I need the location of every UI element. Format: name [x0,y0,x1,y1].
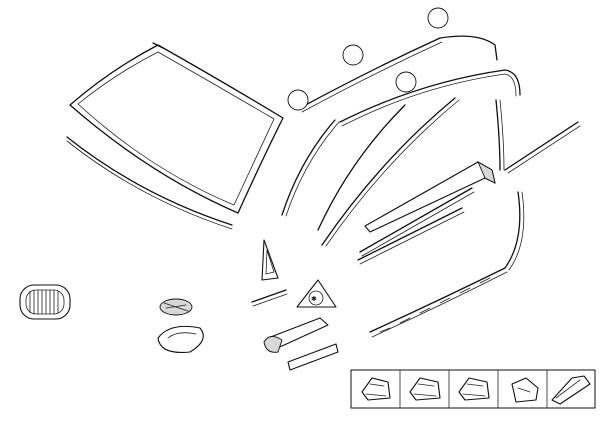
window-frame-front[interactable] [281,119,340,217]
svg-text:✱: ✱ [311,295,317,303]
legend-clip-3[interactable] [458,377,490,401]
rear-door-trim[interactable] [504,191,525,271]
roof-moulding-left[interactable] [299,35,498,113]
door-moulding-lower[interactable] [357,187,475,265]
legend-clip-2[interactable] [409,377,441,401]
legend-clip-4[interactable] [511,377,539,403]
door-moulding-upper[interactable] [364,160,496,233]
window-frame-rear[interactable] [317,97,460,247]
mirror-trim[interactable] [263,317,339,371]
callout-circle-3 [395,71,417,93]
roof-moulding-right[interactable] [339,69,521,127]
triangle-cover[interactable] [261,239,279,281]
windshield[interactable] [69,42,284,214]
legend-strip [350,369,596,409]
callout-circle-2 [342,44,364,66]
legend-arrow-icon [551,375,591,405]
callout-circle-1 [427,7,449,29]
legend-clip-1[interactable] [361,377,391,401]
callout-circle-4 [287,89,309,111]
cover-cap[interactable] [157,325,204,353]
kidney-grille[interactable] [19,284,71,320]
side-marker[interactable] [159,298,193,316]
sill-strip[interactable] [369,267,508,338]
callout-circles [287,7,449,111]
windshield-lower-strip[interactable] [66,136,233,230]
small-strip[interactable] [251,289,288,307]
b-pillar-trim[interactable] [495,99,581,174]
emblem-badge[interactable]: ✱ [296,279,337,308]
